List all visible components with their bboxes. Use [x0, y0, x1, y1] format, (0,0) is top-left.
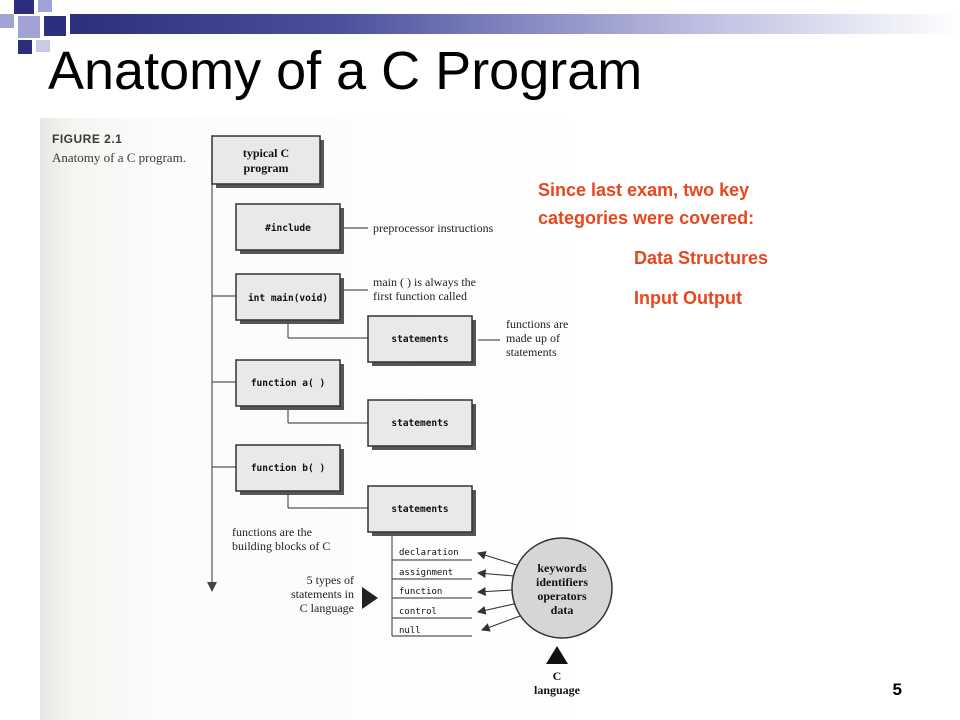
category-input-output: Input Output	[634, 288, 742, 308]
slide-title: Anatomy of a C Program	[48, 41, 643, 101]
box-function-b-label: function b( )	[251, 463, 325, 474]
box-function-a-label: function a( )	[251, 378, 325, 389]
figure-caption: Anatomy of a C program.	[52, 150, 186, 165]
deco-square-2	[38, 0, 52, 12]
page-number: 5	[892, 680, 902, 699]
stmt-assignment: assignment	[399, 568, 453, 578]
c-language-line-2: language	[534, 683, 581, 697]
box-top-line-2: program	[243, 161, 288, 175]
stmt-control: control	[399, 607, 437, 617]
note-main-first-2: first function called	[373, 289, 467, 303]
circle-data: data	[551, 603, 574, 617]
deco-square-4	[18, 16, 40, 38]
note-building-blocks-2: building blocks of C	[232, 539, 330, 553]
c-language-triangle-icon	[546, 646, 568, 664]
category-data-structures: Data Structures	[634, 248, 769, 268]
deco-square-5	[44, 16, 66, 36]
notes-intro-1: Since last exam, two key	[538, 180, 750, 200]
c-language-line-1: C	[553, 669, 562, 683]
circle-operators: operators	[537, 589, 587, 603]
box-include-label: #include	[265, 223, 311, 234]
note-functions-made-2: made up of	[506, 331, 560, 345]
note-preprocessor: preprocessor instructions	[373, 221, 494, 235]
box-main-label: int main(void)	[248, 293, 328, 304]
stmt-null: null	[399, 626, 421, 636]
note-main-first-1: main ( ) is always the	[373, 275, 476, 289]
box-include	[235, 203, 341, 251]
note-functions-made-1: functions are	[506, 317, 568, 331]
deco-square-6	[18, 40, 32, 54]
note-five-types-3: C language	[300, 601, 354, 615]
box-statements-main	[367, 315, 473, 363]
title-bar-gradient	[70, 14, 960, 34]
box-statements-main-label: statements	[391, 334, 448, 345]
stmt-function: function	[399, 587, 442, 597]
circle-identifiers: identifiers	[536, 575, 588, 589]
box-statements-a	[367, 399, 473, 447]
trunk-arrow-icon	[207, 582, 217, 592]
box-function-b	[235, 444, 341, 492]
deco-square-3	[0, 14, 14, 28]
box-statements-a-label: statements	[391, 418, 448, 429]
circle-keywords: keywords	[537, 561, 587, 575]
box-main	[235, 273, 341, 321]
note-five-types-2: statements in	[291, 587, 354, 601]
box-statements-b	[367, 485, 473, 533]
note-building-blocks-1: functions are the	[232, 525, 312, 539]
exam-notes: Since last exam, two key categories were…	[538, 176, 768, 312]
deco-square-7	[36, 40, 50, 52]
deco-square-1	[14, 0, 34, 14]
note-five-types-1: 5 types of	[307, 573, 354, 587]
box-statements-b-label: statements	[391, 504, 448, 515]
note-functions-made-3: statements	[506, 345, 557, 359]
c-elements-circle	[511, 537, 613, 639]
stmt-declaration: declaration	[399, 548, 459, 558]
figure-label: FIGURE 2.1	[52, 132, 123, 146]
box-function-a	[235, 359, 341, 407]
box-top-line-1: typical C	[243, 146, 289, 160]
box-typical-program	[211, 135, 321, 185]
pointer-triangle-icon	[362, 587, 378, 609]
notes-intro-2: categories were covered:	[538, 208, 755, 228]
